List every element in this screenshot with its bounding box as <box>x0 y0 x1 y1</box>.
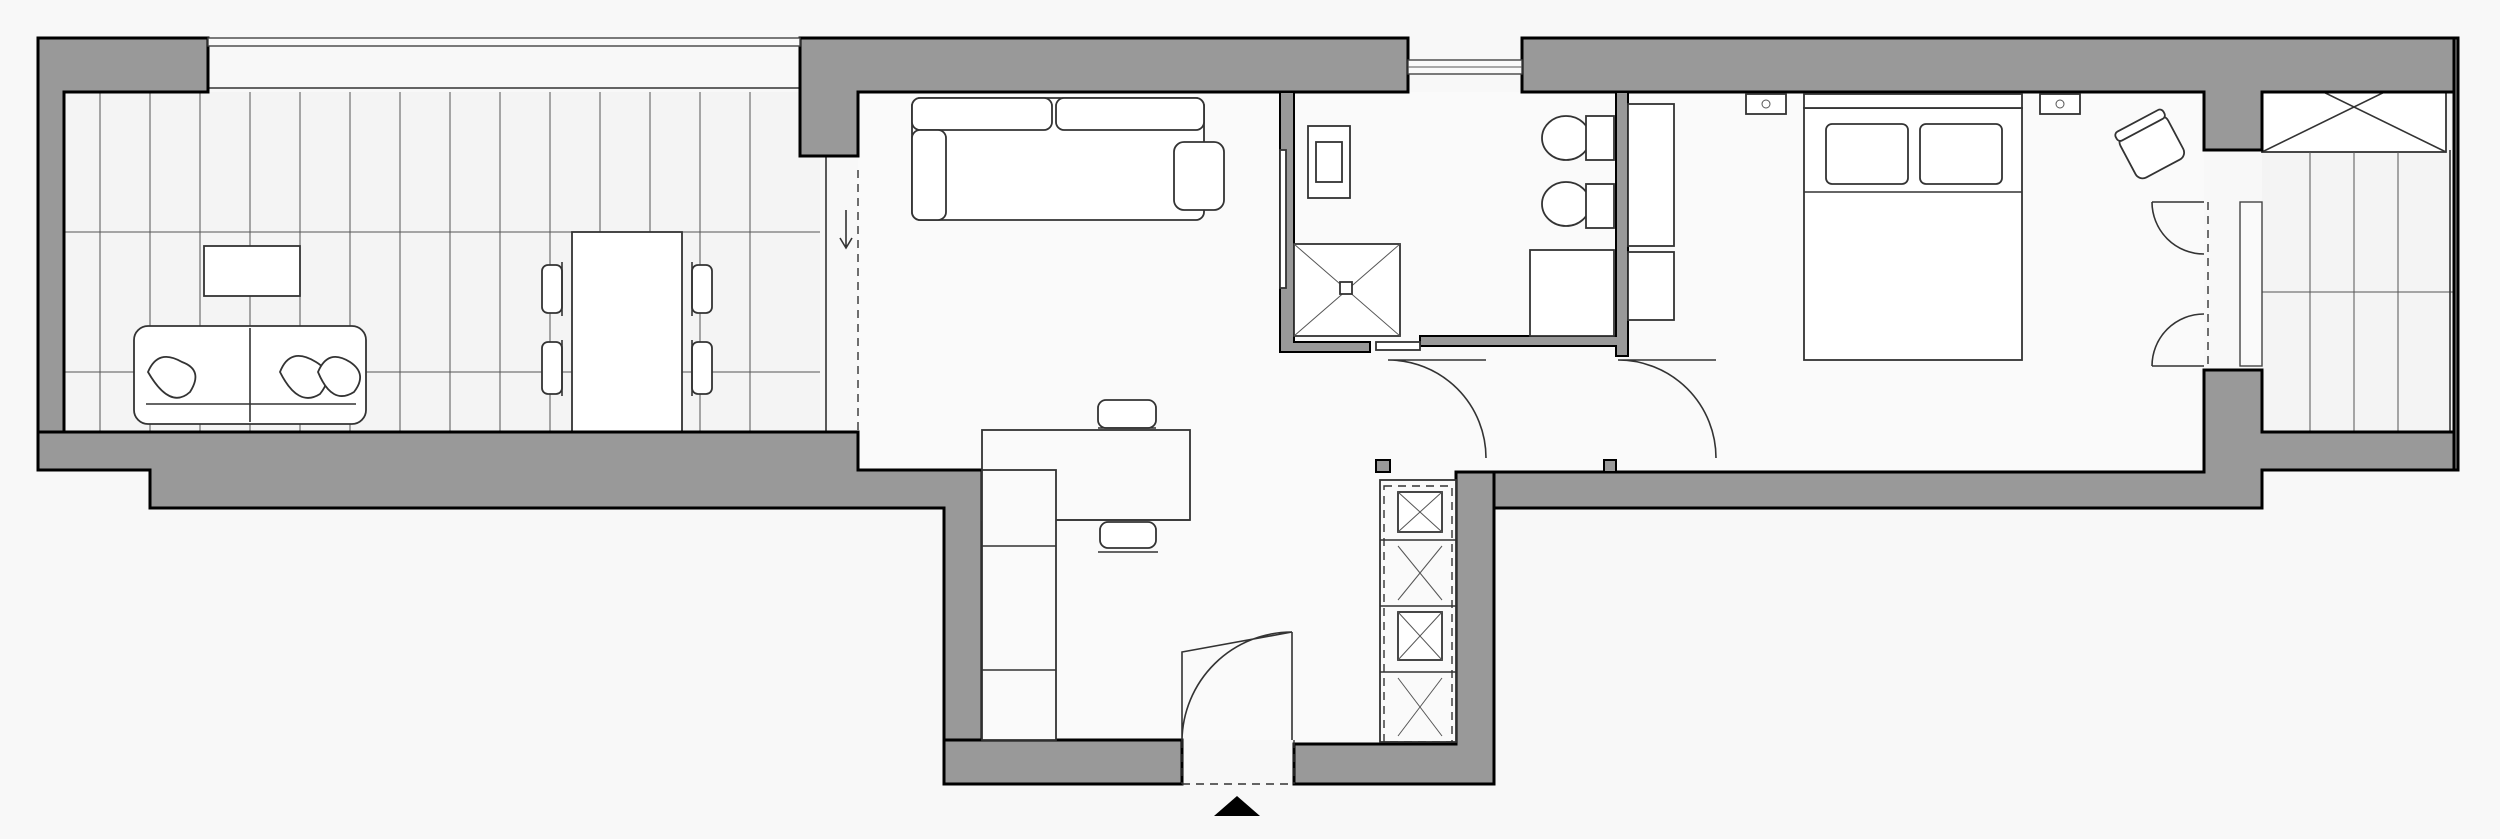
terrace-sofa <box>133 325 367 425</box>
door-arrow <box>839 210 853 250</box>
bedroom-door <box>1617 359 1717 459</box>
armchair <box>1173 141 1225 211</box>
windows <box>207 37 1523 75</box>
balcony-wall <box>2452 36 2460 472</box>
balcony-french-door <box>2151 201 2263 367</box>
bathroom-fixtures <box>1279 115 1615 351</box>
kitchen-island <box>981 399 1191 741</box>
bedroom-chair <box>2114 108 2186 180</box>
entrance-marker <box>1214 796 1260 816</box>
living-sofa <box>911 97 1205 221</box>
floor-areas <box>40 62 2454 740</box>
terrace-dining-set <box>541 231 713 433</box>
walls <box>36 36 2460 786</box>
kitchen-units <box>1379 479 1457 743</box>
terrace-side-table <box>203 245 301 297</box>
bathroom-door <box>1387 359 1487 459</box>
bed <box>1745 93 2081 361</box>
wardrobe <box>1627 103 1675 321</box>
entrance-door <box>1181 631 1293 741</box>
